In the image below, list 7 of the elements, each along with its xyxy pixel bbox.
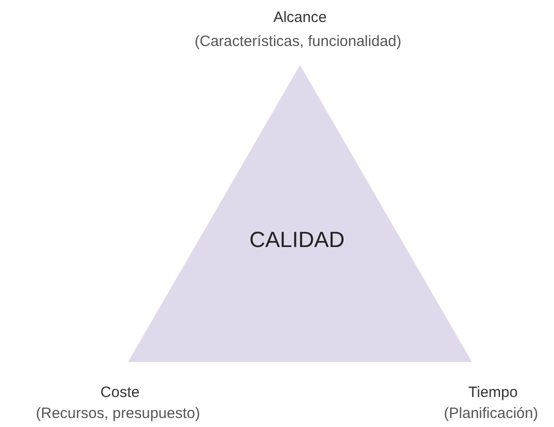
vertex-description: (Características, funcionalidad) — [194, 33, 402, 51]
vertex-description: (Recursos, presupuesto) — [36, 405, 200, 423]
center-label: CALIDAD — [249, 227, 345, 253]
vertex-title: Alcance — [273, 9, 327, 27]
vertex-description: (Planificación) — [444, 405, 538, 423]
vertex-title: Tiempo — [468, 384, 518, 402]
vertex-title: Coste — [100, 384, 140, 402]
